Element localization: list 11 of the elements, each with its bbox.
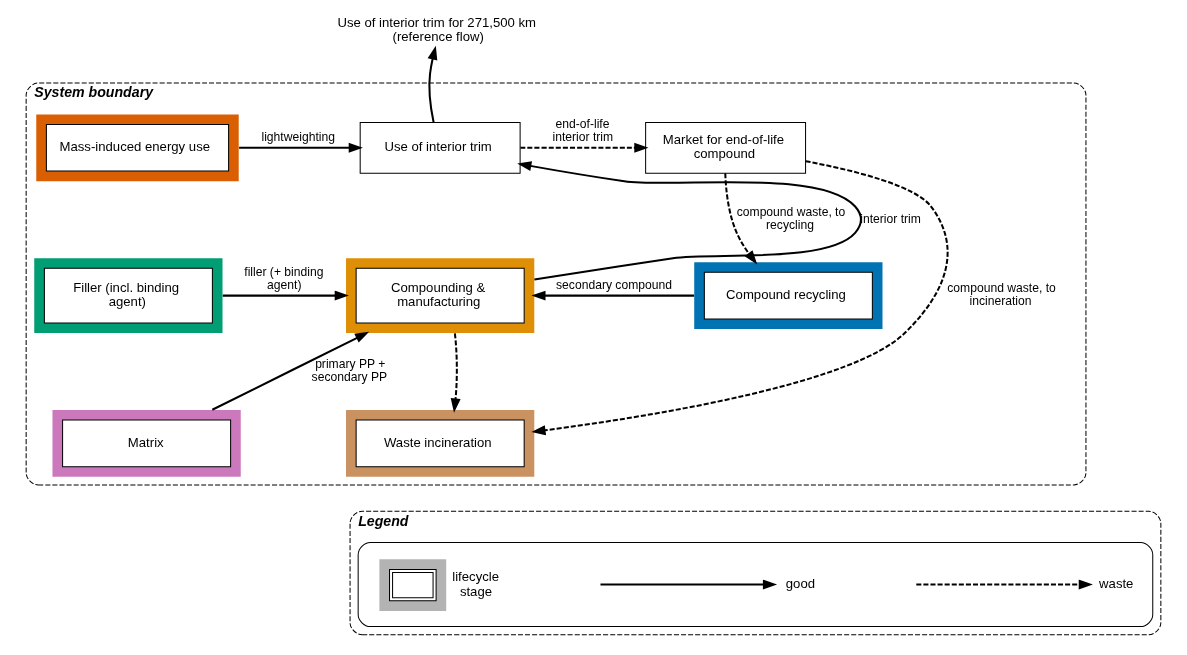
edge-label: compound waste, to incineration	[947, 281, 1056, 309]
edge-label: filler (+ binding agent)	[244, 264, 324, 293]
edge-label: end-of-life interior trim	[552, 117, 614, 145]
edge-label: secondary compound	[556, 278, 672, 293]
edge-label: lightweighting	[261, 130, 335, 145]
legend-label: waste	[1099, 576, 1134, 592]
legend-label: lifecycle stage	[452, 569, 500, 599]
node-text: Use of interior trim for 271,500 km (reference flow)	[337, 14, 537, 44]
edge-label: compound waste, to recycling	[736, 205, 846, 233]
legend-label: good	[785, 576, 816, 592]
edge-label: primary PP + secondary PP	[311, 357, 388, 385]
